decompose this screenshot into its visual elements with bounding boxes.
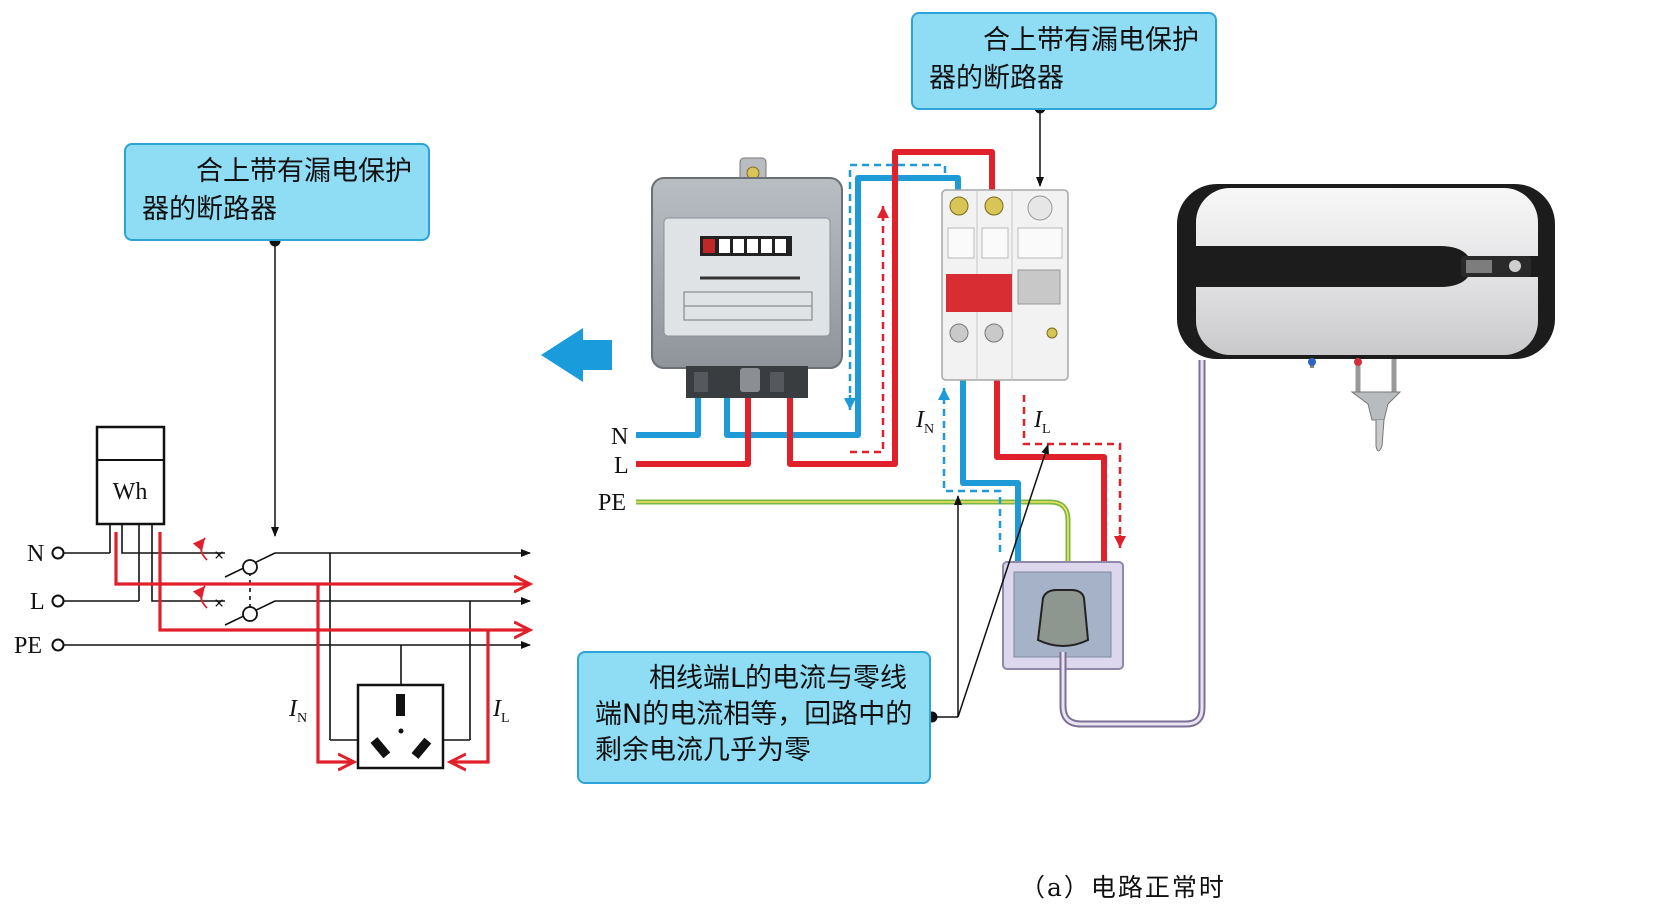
svg-text:PE: PE: [14, 633, 42, 659]
svg-text:L: L: [30, 589, 45, 615]
switch-contact-icon: × ×: [192, 537, 258, 622]
callout-current-equal: 相线端L的电流与零线端N的电流相等，回路中的剩余电流几乎为零: [577, 651, 931, 784]
wiring-current-n-label: IN: [915, 407, 934, 437]
current-path: [114, 532, 530, 762]
wiring-current-l-label: IL: [1033, 407, 1051, 437]
schematic: Wh × ×: [14, 235, 531, 770]
figure-caption: （a）电路正常时: [1020, 873, 1226, 902]
callout-pointer: [269, 235, 281, 537]
current-l-label: IL: [492, 696, 510, 726]
input-pe-label: PE: [598, 490, 626, 516]
wiring-diagram: N L PE IN IL: [598, 102, 1555, 728]
svg-text:×: ×: [214, 545, 224, 565]
current-n-label: IN: [288, 696, 307, 726]
svg-text:N: N: [27, 541, 44, 567]
terminal-l: L: [30, 589, 65, 615]
callout-pointer-top: [1034, 102, 1046, 187]
neutral-wires: [636, 175, 1021, 565]
energy-meter: [651, 157, 843, 398]
energy-meter-symbol: Wh: [95, 425, 166, 526]
schematic-wires: [64, 524, 531, 741]
input-l-label: L: [614, 453, 629, 479]
pe-wire: [636, 499, 1071, 562]
callout-right-breaker: 合上带有漏电保护器的断路器: [911, 12, 1217, 110]
leakage-breaker: [941, 189, 1069, 381]
terminal-n: N: [27, 541, 65, 567]
input-n-label: N: [611, 424, 628, 450]
left-arrow-icon: [541, 328, 612, 382]
svg-text:×: ×: [214, 593, 224, 613]
live-wires: [636, 149, 1107, 565]
water-heater: [1177, 184, 1555, 452]
current-flow-arrows: [844, 163, 1126, 552]
meter-label: Wh: [113, 479, 148, 505]
socket-symbol: [356, 683, 445, 770]
terminal-pe: PE: [14, 633, 65, 659]
callout-left-breaker: 合上带有漏电保护器的断路器: [124, 143, 430, 241]
socket: [1002, 561, 1124, 670]
